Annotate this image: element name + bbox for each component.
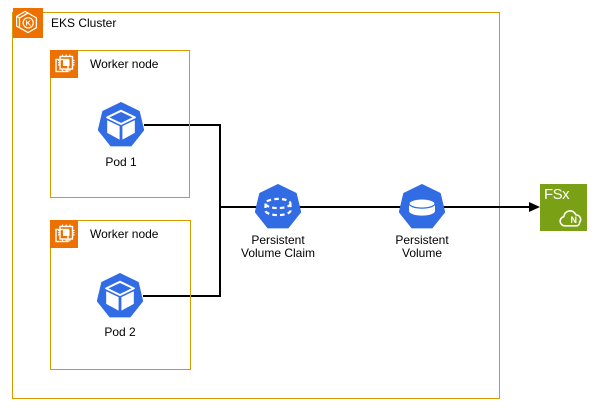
- worker-node-1-container: [50, 50, 190, 198]
- eks-cluster-label: EKS Cluster: [51, 16, 117, 30]
- ec2-instance-icon: [50, 50, 78, 78]
- amazon-fsx-for-netapp-ontap-icon: FSx N: [540, 184, 587, 231]
- connector-pvc-to-pv: [299, 206, 401, 208]
- connector-pv-to-fsx: [443, 206, 530, 208]
- fsx-netapp-badge: N: [570, 215, 578, 225]
- pv-label: Persistent Volume: [362, 234, 482, 260]
- pv-label-line1: Persistent: [395, 233, 449, 247]
- connector-trunk: [219, 124, 221, 297]
- worker-node-1-label: Worker node: [90, 57, 159, 71]
- pvc-label-line1: Persistent: [251, 233, 305, 247]
- connector-pod2: [143, 295, 221, 297]
- arrow-head-icon: [529, 202, 540, 212]
- pv-label-line2: Volume: [401, 246, 443, 260]
- eks-cluster-container: [12, 12, 500, 399]
- netapp-cloud-icon: [559, 210, 582, 227]
- kubernetes-persistent-volume-icon: [398, 184, 446, 230]
- pvc-label: Persistent Volume Claim: [218, 234, 338, 260]
- worker-node-2-label: Worker node: [90, 227, 159, 241]
- pvc-label-line2: Volume Claim: [240, 246, 316, 260]
- connector-to-pvc: [220, 206, 257, 208]
- pod-2-label: Pod 2: [104, 325, 136, 339]
- eks-icon-letter: K: [25, 19, 31, 28]
- ec2-instance-icon: [50, 220, 78, 248]
- pod-1-label: Pod 1: [105, 155, 137, 169]
- kubernetes-pod-icon: [97, 102, 145, 148]
- fsx-label: FSx: [544, 186, 570, 203]
- eks-cluster-icon: K: [13, 8, 43, 38]
- worker-node-2-container: [50, 220, 191, 370]
- kubernetes-pod-icon: [96, 273, 144, 319]
- connector-pod1: [144, 124, 221, 126]
- kubernetes-persistent-volume-claim-icon: [254, 184, 302, 230]
